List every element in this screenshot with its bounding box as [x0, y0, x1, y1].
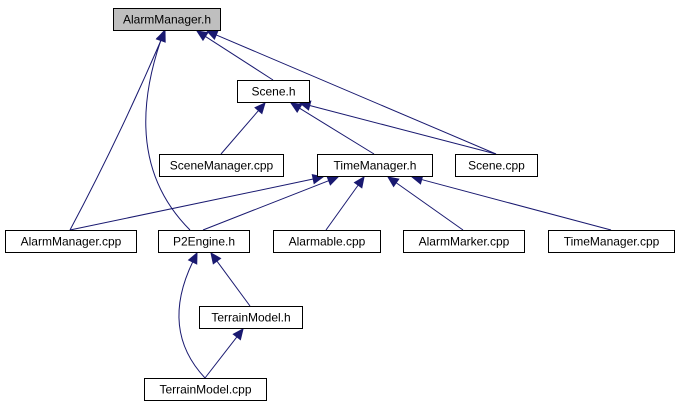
node-alarmmarker-cpp[interactable]: AlarmMarker.cpp	[403, 230, 525, 253]
node-label: AlarmMarker.cpp	[419, 235, 510, 249]
node-label: TerrainModel.h	[211, 311, 290, 325]
node-box	[455, 154, 538, 177]
node-label: TimeManager.h	[334, 159, 417, 173]
edge-line	[204, 336, 238, 379]
edge-line	[69, 178, 314, 231]
node-terrainmodel-h[interactable]: TerrainModel.h	[199, 306, 303, 329]
node-box	[144, 378, 267, 401]
edge-line	[145, 40, 191, 231]
arrowhead	[195, 30, 209, 42]
edge-alarmmanager-h-to-p2engine-h	[145, 29, 191, 231]
node-box	[113, 8, 221, 31]
arrowhead	[205, 30, 219, 40]
node-label: Scene.h	[251, 85, 295, 99]
node-box	[5, 230, 137, 253]
node-label: AlarmManager.h	[123, 13, 211, 27]
arrowhead	[210, 252, 222, 265]
node-scenemanager-cpp[interactable]: SceneManager.cpp	[159, 154, 284, 177]
node-label: SceneManager.cpp	[170, 159, 274, 173]
arrowhead	[353, 176, 365, 189]
edge-timemanager-h-to-alarmmarker-cpp	[387, 176, 464, 231]
node-terrainmodel-cpp[interactable]: TerrainModel.cpp	[144, 378, 267, 401]
node-timemanager-h[interactable]: TimeManager.h	[317, 154, 433, 177]
edge-timemanager-h-to-alarmmanager-cpp	[69, 173, 325, 231]
edge-line	[421, 179, 612, 231]
edge-line	[205, 35, 274, 81]
arrowhead	[387, 176, 400, 188]
node-label: Alarmable.cpp	[289, 235, 366, 249]
edge-scene-h-to-scenemanager-cpp	[220, 102, 266, 155]
edge-line	[69, 39, 162, 231]
edge-line	[220, 110, 259, 155]
edge-line	[216, 260, 251, 307]
edge-line	[178, 261, 206, 379]
arrowhead	[187, 251, 198, 265]
edge-timemanager-h-to-p2engine-h	[202, 175, 340, 231]
edge-scene-h-to-scene-cpp	[298, 100, 497, 155]
node-scene-h[interactable]: Scene.h	[237, 80, 310, 103]
node-p2engine-h[interactable]: P2Engine.h	[158, 230, 250, 253]
node-alarmmanager-cpp[interactable]: AlarmManager.cpp	[5, 230, 137, 253]
node-label: AlarmManager.cpp	[21, 235, 122, 249]
edge-p2engine-h-to-terrainmodel-cpp	[178, 251, 206, 379]
edges-layer	[69, 29, 612, 379]
node-box	[273, 230, 381, 253]
node-box	[237, 80, 310, 103]
node-alarmmanager-h[interactable]: AlarmManager.h	[113, 8, 221, 31]
edge-alarmmanager-h-to-alarmmanager-cpp	[69, 29, 166, 231]
node-box	[403, 230, 525, 253]
node-box	[159, 154, 284, 177]
edge-timemanager-h-to-timemanager-cpp	[410, 174, 612, 231]
edge-timemanager-h-to-alarmable-cpp	[325, 176, 365, 231]
node-box	[199, 306, 303, 329]
node-alarmable-cpp[interactable]: Alarmable.cpp	[273, 230, 381, 253]
arrowhead	[155, 29, 166, 43]
node-label: TimeManager.cpp	[564, 235, 660, 249]
edge-line	[216, 34, 497, 155]
node-box	[158, 230, 250, 253]
node-box	[317, 154, 433, 177]
node-scene-cpp[interactable]: Scene.cpp	[455, 154, 538, 177]
edge-scene-h-to-timemanager-h	[289, 102, 375, 155]
node-label: TerrainModel.cpp	[159, 383, 251, 397]
edge-terrainmodel-h-to-terrainmodel-cpp	[204, 328, 244, 379]
node-timemanager-cpp[interactable]: TimeManager.cpp	[548, 230, 675, 253]
arrowhead	[232, 328, 244, 341]
node-label: P2Engine.h	[173, 235, 235, 249]
edge-line	[202, 180, 329, 231]
edge-line	[309, 105, 497, 155]
node-box	[548, 230, 675, 253]
edge-line	[395, 182, 464, 231]
arrowhead	[289, 102, 303, 113]
arrowhead	[254, 102, 266, 115]
edge-p2engine-h-to-terrainmodel-h	[210, 252, 251, 307]
edge-line	[325, 184, 359, 231]
arrowhead	[326, 175, 340, 186]
node-label: Scene.cpp	[468, 159, 525, 173]
edge-line	[299, 107, 375, 155]
edge-alarmmanager-h-to-scene-h	[195, 30, 274, 81]
